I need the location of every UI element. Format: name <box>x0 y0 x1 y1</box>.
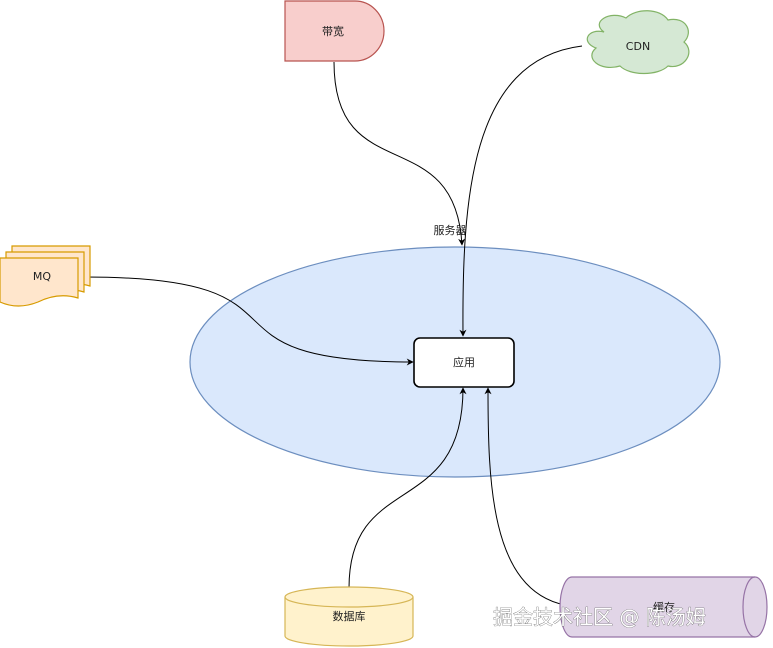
database-node: 数据库 <box>284 586 414 647</box>
watermark-text: 掘金技术社区 @ 陈汤姆 <box>493 605 706 629</box>
app-label: 应用 <box>453 355 475 369</box>
edge-bandwidth-server <box>333 61 466 246</box>
cdn-label: CDN <box>626 40 650 53</box>
bandwidth-label: 带宽 <box>322 24 344 38</box>
cache-node: 缓存 <box>559 576 768 638</box>
database-label: 数据库 <box>333 609 366 623</box>
edge-database-app <box>348 387 467 589</box>
mq-label: MQ <box>33 270 51 283</box>
edge-cache-app <box>484 387 566 606</box>
mq-node: MQ <box>0 245 91 307</box>
edge-mq-app <box>84 276 414 366</box>
edge-cdn-app <box>459 45 583 337</box>
cache-label: 缓存 <box>653 600 675 614</box>
bandwidth-node: 带宽 <box>284 0 385 62</box>
app-node: 应用 <box>413 337 515 388</box>
server-label: 服务器 <box>434 224 467 237</box>
cdn-node: CDN <box>586 10 690 75</box>
